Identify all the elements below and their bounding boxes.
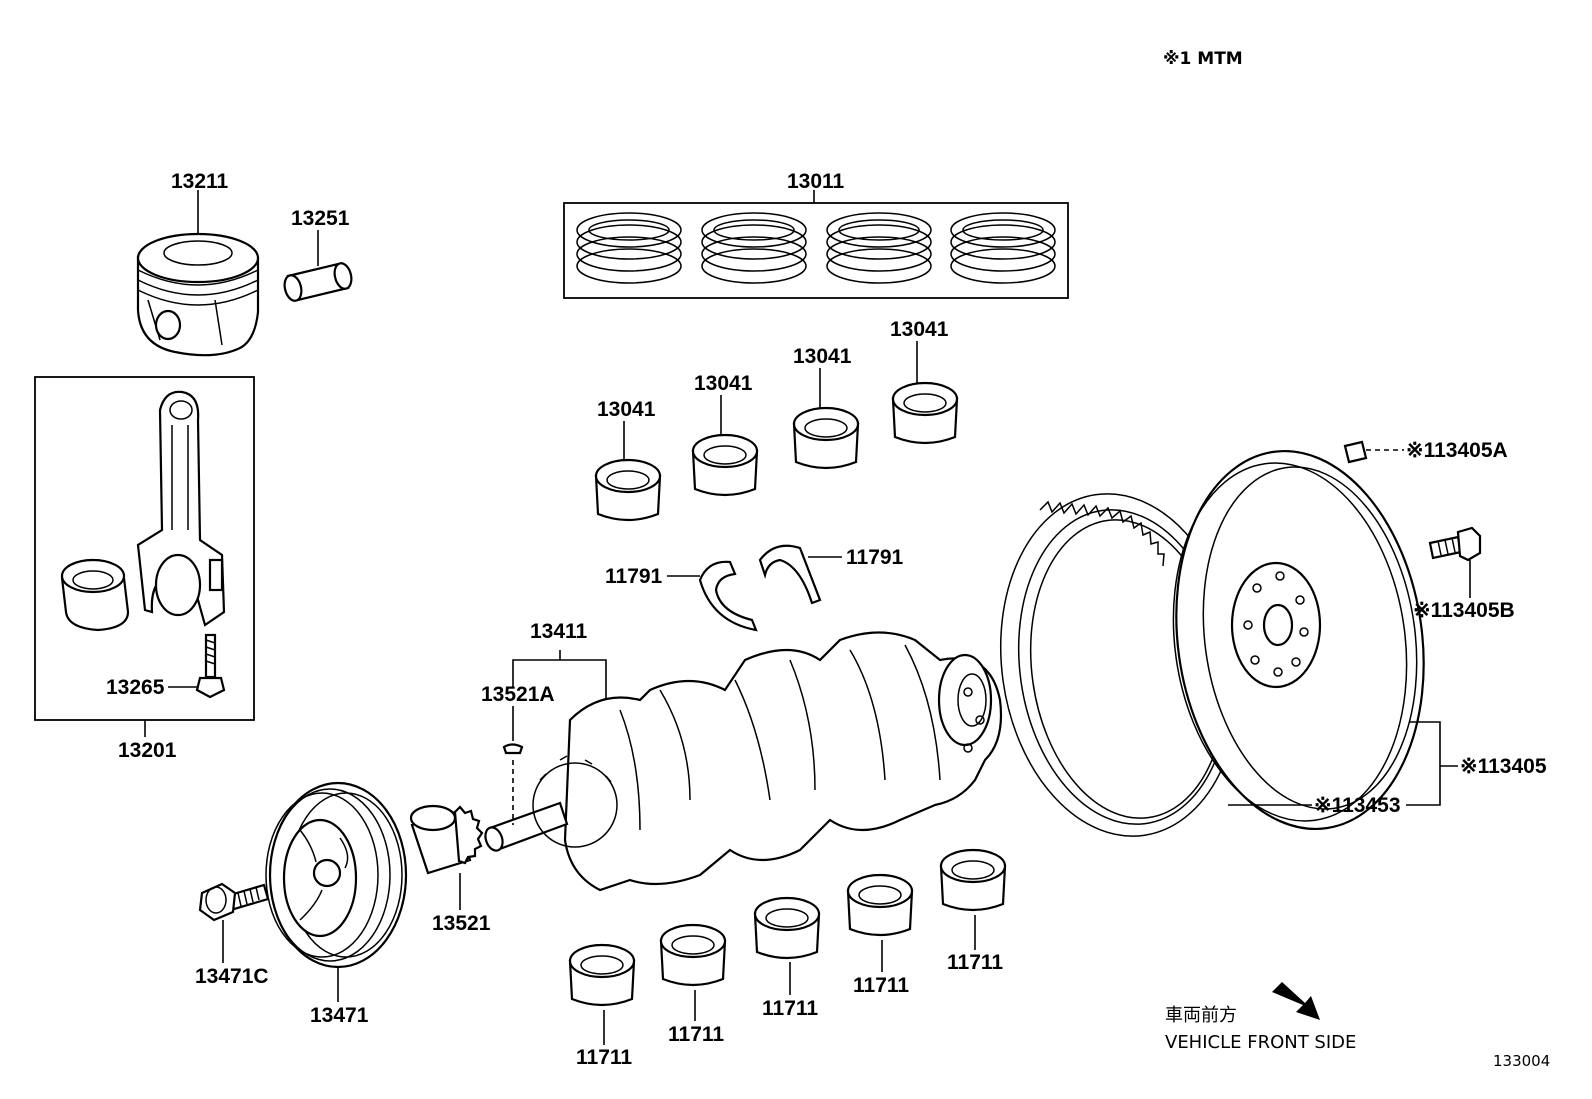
label-11791-left: 11791 <box>605 565 663 588</box>
pulley-bolt-icon[interactable] <box>198 882 270 922</box>
label-13405A: ※113405A <box>1406 439 1508 462</box>
piston-pin-icon[interactable] <box>282 261 354 302</box>
thrust-washer-icon[interactable] <box>698 544 822 632</box>
mtm-note: ※1 MTM <box>1163 49 1243 69</box>
flywheel-bolt-icon[interactable] <box>1428 526 1482 562</box>
label-13521: 13521 <box>432 912 491 935</box>
label-11711-3: 11711 <box>762 997 818 1020</box>
label-13521A: 13521A <box>481 683 555 706</box>
label-13405B: ※113405B <box>1413 599 1515 622</box>
label-11711-1: 11711 <box>576 1046 632 1069</box>
label-13011: 13011 <box>787 170 845 193</box>
label-13471: 13471 <box>310 1004 369 1027</box>
label-13041-4: 13041 <box>890 318 949 341</box>
rod-bolt-icon[interactable] <box>195 633 226 699</box>
crankshaft-icon[interactable] <box>482 631 1003 892</box>
label-13405: ※113405 <box>1460 755 1547 778</box>
front-arrow-icon <box>1272 982 1320 1020</box>
piston-icon[interactable] <box>136 232 260 357</box>
label-13265: 13265 <box>106 676 165 699</box>
label-11711-5: 11711 <box>947 951 1003 974</box>
label-13411: 13411 <box>530 620 588 643</box>
piston-ring-set-icon[interactable] <box>576 212 1056 284</box>
piston-ring-box <box>563 202 1069 299</box>
main-bearing-icon[interactable] <box>568 848 1007 1007</box>
crank-pulley-icon[interactable] <box>265 781 408 969</box>
label-13201: 13201 <box>118 739 177 762</box>
label-11711-4: 11711 <box>853 974 909 997</box>
label-13251: 13251 <box>291 207 350 230</box>
label-13471C: 13471C <box>195 965 269 988</box>
connecting-rod-icon[interactable] <box>136 390 226 627</box>
label-13041-2: 13041 <box>694 372 753 395</box>
rod-bearing-upper-icon[interactable] <box>594 381 959 522</box>
front-direction-jp: 車両前方 <box>1165 1005 1237 1026</box>
label-11791-right: 11791 <box>846 546 904 569</box>
label-13211: 13211 <box>171 170 229 193</box>
dowel-pin-icon[interactable] <box>1343 440 1368 464</box>
label-13041-3: 13041 <box>793 345 852 368</box>
diagram-code: 133004 <box>1493 1052 1550 1070</box>
flywheel-icon[interactable] <box>1151 435 1447 845</box>
label-11711-2: 11711 <box>668 1023 724 1046</box>
label-13453: ※113453 <box>1314 794 1401 817</box>
woodruff-key-icon[interactable] <box>502 743 524 755</box>
label-13041-1: 13041 <box>597 398 656 421</box>
front-direction-en: VEHICLE FRONT SIDE <box>1165 1032 1356 1053</box>
timing-sprocket-icon[interactable] <box>409 804 484 875</box>
rod-bearing-icon[interactable] <box>60 558 130 632</box>
